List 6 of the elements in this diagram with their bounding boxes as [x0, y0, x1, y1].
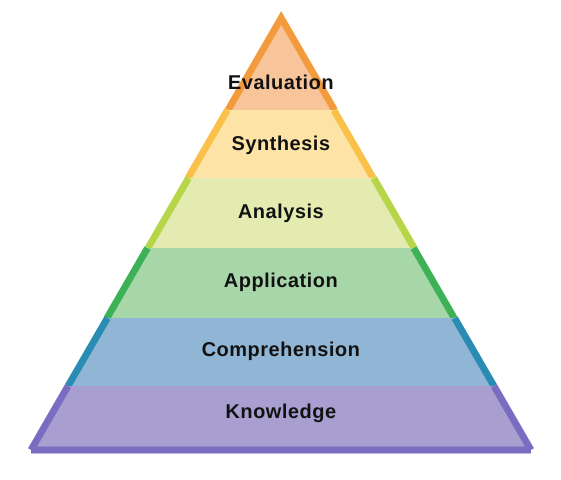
level-label: Application [224, 270, 338, 293]
level-label: Synthesis [232, 133, 330, 156]
level-label: Analysis [238, 201, 324, 224]
level-label: Knowledge [225, 401, 337, 424]
level-label: Evaluation [228, 72, 334, 95]
level-label: Comprehension [202, 339, 360, 362]
